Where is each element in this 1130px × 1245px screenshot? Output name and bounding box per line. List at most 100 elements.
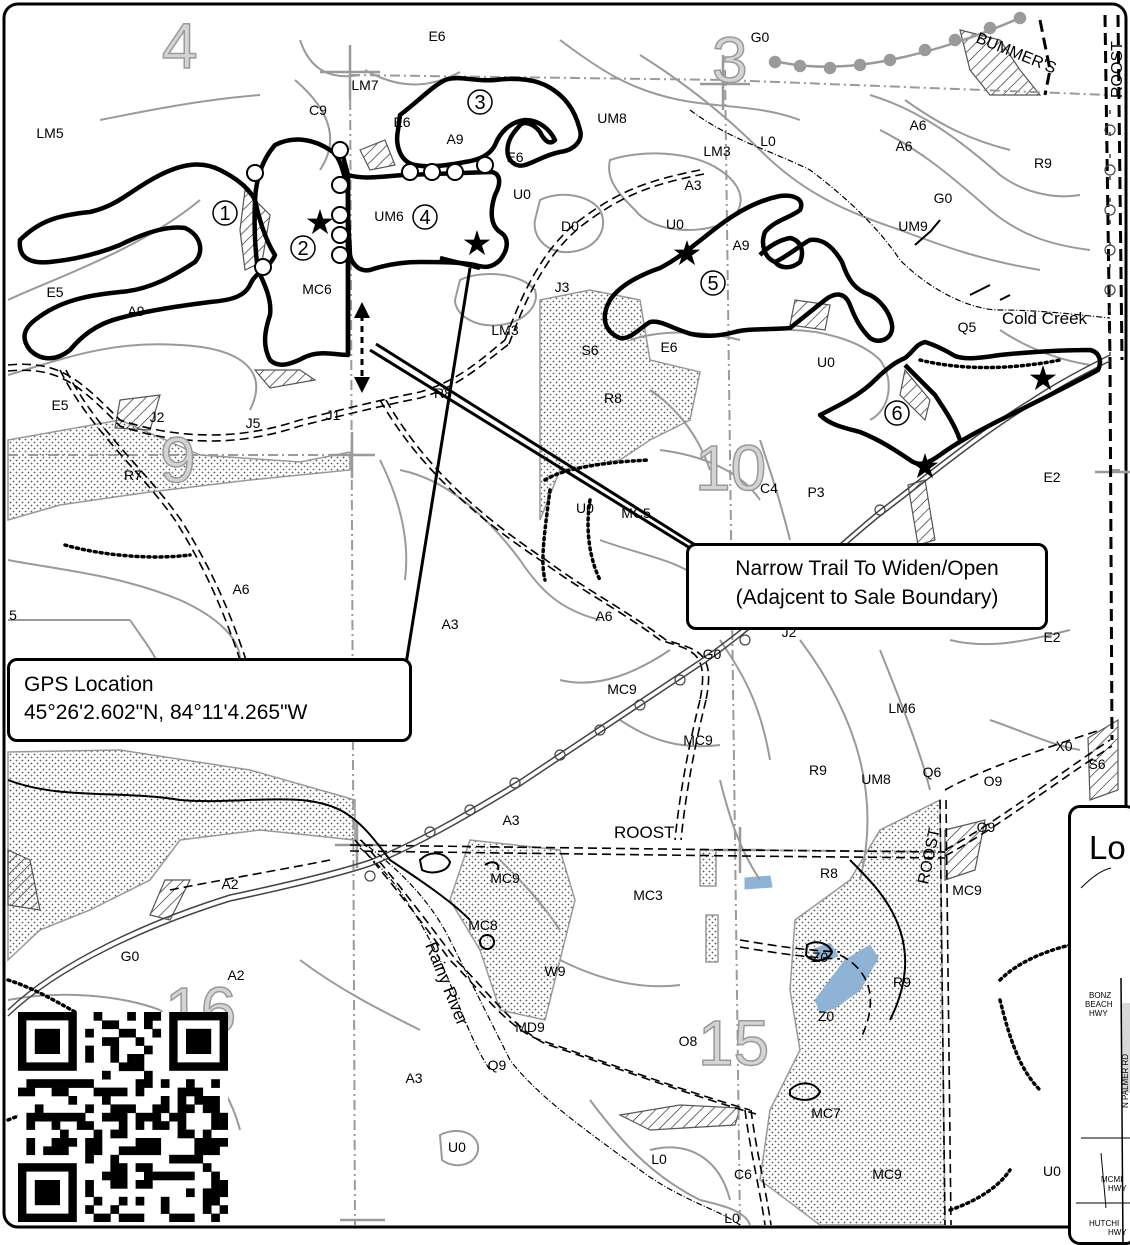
locator-label: BONZ	[1089, 991, 1112, 1000]
stand-label: U0	[1043, 1163, 1061, 1179]
stand-label: MC3	[633, 887, 663, 903]
stand-label: J1	[326, 407, 341, 423]
stand-label: MC9	[952, 882, 982, 898]
stand-label: E6	[393, 114, 410, 130]
boundary-markers	[246, 141, 494, 276]
unit-number: 5	[707, 273, 718, 295]
stand-label: G0	[751, 29, 770, 45]
stand-label: UM8	[861, 771, 891, 787]
stand-label: A6	[595, 608, 612, 624]
stand-label: C6	[734, 1166, 752, 1182]
stand-label: R9	[1034, 155, 1052, 171]
stand-label: UM6	[374, 208, 404, 224]
stand-label: Q9	[488, 1057, 507, 1073]
stand-label: Z0	[818, 1008, 835, 1024]
utility-lines	[7, 110, 1111, 1017]
locator-inset: Lo BONZ BEACH HWY N PALMER RD MCMI HWY H…	[1068, 805, 1130, 1245]
star-marker	[673, 240, 701, 266]
stand-label: O9	[977, 819, 996, 835]
stand-label: J2	[150, 409, 165, 425]
stand-label: MD9	[515, 1019, 545, 1035]
stand-label: E5	[51, 397, 68, 413]
stand-label: S6	[1088, 756, 1105, 772]
stand-label: A3	[441, 616, 458, 632]
locator-label: HWY	[1108, 1184, 1127, 1193]
stand-label: A6	[895, 138, 912, 154]
stand-labels: E6 G0 LM7 C9 E6 A9 UM8 LM5 E6 L0 LM3 A6 …	[9, 28, 1106, 1226]
star-markers	[306, 209, 1057, 479]
stand-label: R8	[820, 865, 838, 881]
stand-label: J5	[246, 415, 261, 431]
stand-label: MC7	[811, 1105, 841, 1121]
stand-label: LM6	[888, 700, 915, 716]
stand-label: L0	[651, 1151, 667, 1167]
stand-label: O8	[679, 1033, 698, 1049]
section-number: 3	[712, 24, 748, 96]
stand-label: LM7	[351, 77, 378, 93]
unit-number: 2	[297, 238, 308, 260]
stand-label: E6	[660, 339, 677, 355]
stand-label: U0	[817, 354, 835, 370]
stand-label: W9	[545, 963, 566, 979]
section-number: 10	[695, 432, 766, 504]
unit-1-boundary	[17, 162, 278, 361]
stand-label: P3	[807, 484, 824, 500]
stand-label: E6	[506, 149, 523, 165]
stand-label: UM8	[597, 110, 627, 126]
stand-label: U0	[448, 1139, 466, 1155]
stand-label: U0	[666, 216, 684, 232]
locator-label: BEACH	[1085, 1000, 1113, 1009]
unit-6-boundary	[817, 339, 1103, 467]
star-marker	[463, 230, 491, 256]
creek-label: Cold Creek	[1002, 309, 1088, 328]
railroad	[768, 11, 1027, 75]
stand-label: G0	[703, 646, 722, 662]
stand-label: A9	[732, 237, 749, 253]
stand-boundaries	[7, 39, 1091, 1226]
stand-label: A3	[684, 177, 701, 193]
section-number: 9	[160, 424, 196, 496]
trail-callout-line-2: (Adajcent to Sale Boundary)	[735, 586, 999, 609]
star-marker	[306, 209, 334, 235]
stand-label: E2	[1043, 469, 1060, 485]
unit-number: 4	[419, 207, 430, 229]
roost-road-east	[1038, 14, 1124, 741]
stand-label: Z0	[812, 949, 829, 965]
unit-number: 6	[891, 403, 902, 425]
stand-label: E6	[428, 28, 445, 44]
stand-label: R8	[604, 390, 622, 406]
stand-label: A3	[502, 812, 519, 828]
stand-label: J3	[555, 279, 570, 295]
stand-label: UM9	[898, 218, 928, 234]
locator-label: HUTCHI	[1089, 1219, 1120, 1228]
stand-label: A9	[446, 131, 463, 147]
locator-title: Lo	[1089, 829, 1126, 866]
stand-label: S6	[581, 342, 598, 358]
gps-callout-title: GPS Location	[24, 673, 154, 696]
trail-arrow	[354, 302, 370, 393]
creeks	[359, 109, 1111, 1226]
stand-label: LM5	[36, 125, 63, 141]
stand-label: A6	[232, 581, 249, 597]
roads	[7, 169, 1113, 1226]
unit-number: 1	[219, 203, 230, 225]
road-label-roost-center: ROOST	[614, 823, 674, 842]
qr-code[interactable]	[18, 1012, 228, 1222]
small-features	[418, 852, 834, 1101]
stand-label: A9	[127, 303, 144, 319]
stand-label: MC8	[468, 917, 498, 933]
unit-2-boundary	[252, 137, 351, 367]
unit-number-markers: 1 2 3 4 5 6	[212, 89, 910, 426]
stand-label: A2	[221, 876, 238, 892]
stand-label: E2	[1043, 629, 1060, 645]
stand-label: O9	[984, 773, 1003, 789]
unit-4-boundary	[345, 169, 509, 273]
stand-label: C4	[760, 480, 778, 496]
stand-label: U0	[576, 500, 594, 516]
callout-leaders	[369, 267, 701, 671]
locator-map	[1076, 867, 1130, 1242]
stand-label: C9	[309, 102, 327, 118]
stand-label: A3	[405, 1070, 422, 1086]
stand-label: MC9	[872, 1166, 902, 1182]
